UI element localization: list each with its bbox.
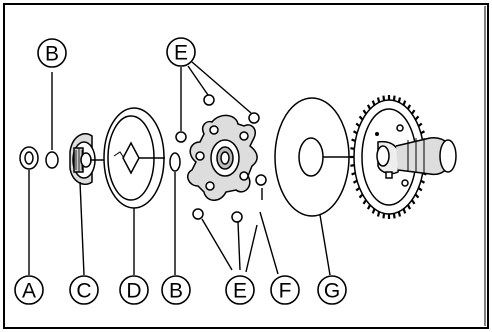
- part-ring-b-left: [45, 151, 59, 169]
- leader-line-f: [259, 211, 279, 275]
- gear-tooth: [350, 164, 355, 167]
- gear-tooth: [397, 211, 402, 217]
- gear-tooth: [411, 199, 416, 205]
- gear-tooth: [376, 211, 381, 217]
- leader-line-c: [79, 181, 85, 276]
- gear-tooth: [392, 213, 396, 219]
- callout-b-bottom: B: [161, 275, 191, 305]
- gear-tooth: [417, 122, 423, 128]
- part-washer-a: [19, 146, 39, 170]
- gear-tooth: [406, 204, 412, 210]
- svg-text:B: B: [169, 280, 183, 303]
- leader-line-e-bottom-3: [245, 224, 258, 273]
- gear-tooth: [402, 100, 407, 106]
- gear-tooth: [397, 97, 402, 103]
- diagram-frame: [3, 3, 489, 329]
- gear-tooth: [420, 130, 426, 135]
- part-ring-b-right: [169, 152, 181, 172]
- leader-line-e-bottom-2: [237, 221, 241, 271]
- gear-tooth: [376, 97, 381, 103]
- gear-tooth: [352, 179, 358, 184]
- gear-tooth: [350, 147, 355, 150]
- gear-tooth: [371, 100, 376, 106]
- gear-tooth: [371, 208, 376, 214]
- callout-e-top: E: [166, 37, 196, 67]
- gear-tooth: [417, 186, 423, 192]
- svg-text:B: B: [45, 43, 59, 66]
- gear-tooth: [406, 104, 412, 110]
- gear-tooth: [420, 179, 426, 184]
- gear-tooth: [362, 109, 367, 115]
- gear-tooth: [414, 193, 420, 199]
- leader-line-e-top-2: [187, 65, 209, 96]
- gear-tooth: [358, 115, 364, 121]
- svg-text:F: F: [279, 280, 292, 303]
- gear-tooth: [366, 104, 372, 110]
- part-gear-camshaft: [350, 95, 457, 219]
- gear-tooth: [352, 130, 358, 135]
- gear-tooth: [392, 95, 396, 101]
- gear-tooth: [366, 204, 372, 210]
- callout-g-bottom: G: [317, 275, 347, 305]
- part-balls-e-bottom: [192, 174, 267, 223]
- leader-line-e-bottom-1: [201, 218, 233, 271]
- gear-tooth: [362, 199, 367, 205]
- svg-text:C: C: [76, 280, 91, 303]
- svg-text:D: D: [126, 280, 141, 303]
- leader-line-g: [319, 214, 331, 276]
- part-hub-c: [69, 132, 96, 186]
- callout-f-bottom: F: [270, 275, 300, 305]
- svg-text:E: E: [174, 42, 188, 65]
- svg-text:A: A: [22, 280, 36, 303]
- gear-tooth: [351, 138, 356, 142]
- callout-c-bottom: C: [69, 275, 99, 305]
- gear-tooth: [355, 122, 361, 128]
- gear-tooth: [402, 208, 407, 214]
- callout-a-bottom: A: [14, 275, 44, 305]
- svg-text:G: G: [324, 280, 340, 303]
- callout-b-top: B: [37, 38, 67, 68]
- leader-line-e-top-3: [191, 61, 252, 114]
- svg-text:E: E: [233, 280, 247, 303]
- gear-tooth: [351, 172, 356, 176]
- gear-tooth: [411, 109, 416, 115]
- part-balls-e-top: [175, 94, 260, 143]
- gear-tooth: [414, 115, 420, 121]
- gear-tooth: [358, 193, 364, 199]
- callout-e-bottom: E: [225, 275, 255, 305]
- gear-tooth: [355, 186, 361, 192]
- callout-d-bottom: D: [119, 275, 149, 305]
- gear-tooth: [382, 95, 386, 101]
- part-ramp-plate-f: [187, 114, 258, 201]
- gear-tooth: [382, 213, 386, 219]
